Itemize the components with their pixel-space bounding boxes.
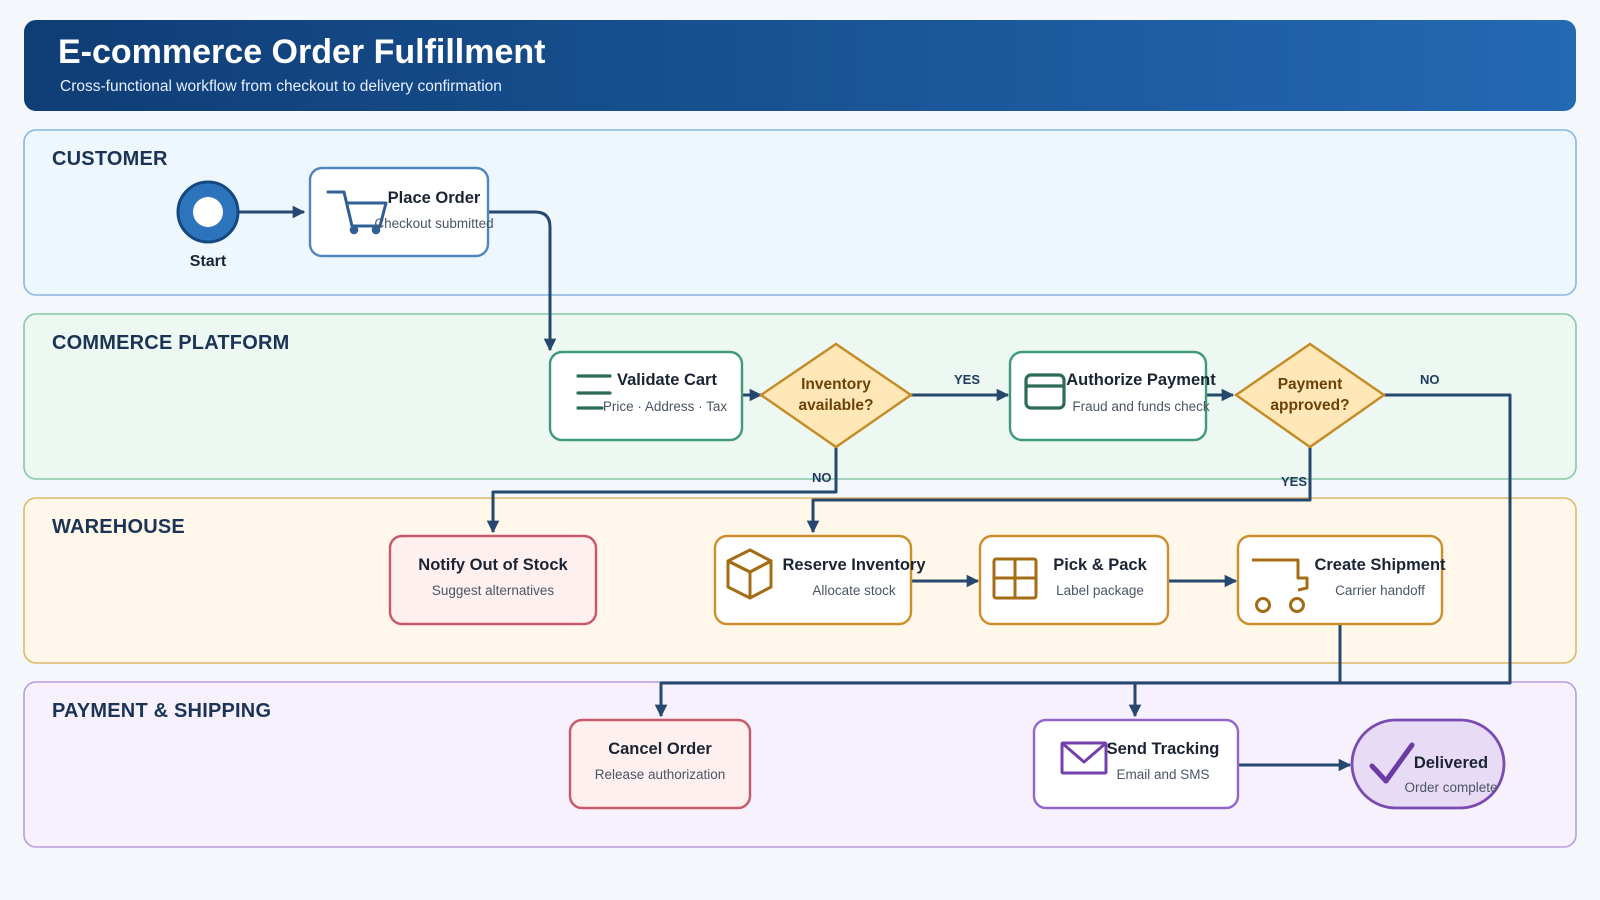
- edge-create-shipment-to-send-tracking: [1128, 624, 1342, 718]
- node-title: Reserve Inventory: [782, 556, 926, 574]
- envelope-icon: [1060, 741, 1108, 775]
- edge-label-payment-yes: YES: [1281, 474, 1307, 489]
- node-reserve-inventory[interactable]: Reserve Inventory Allocate stock: [713, 534, 926, 626]
- edge-place-order-to-validate-cart: [488, 210, 557, 352]
- node-subtitle: Suggest alternatives: [432, 583, 555, 598]
- node-title: Authorize Payment: [1066, 371, 1216, 389]
- edge-inventory-no-to-notify: [486, 447, 838, 534]
- node-title: Place Order: [388, 189, 481, 207]
- edges: [239, 205, 1512, 772]
- node-subtitle: Label package: [1056, 583, 1144, 598]
- node-authorize-payment[interactable]: Authorize Payment Fraud and funds check: [1008, 350, 1216, 442]
- node-title: Notify Out of Stock: [418, 556, 568, 574]
- node-title: Create Shipment: [1314, 556, 1446, 574]
- node-notify-out-of-stock[interactable]: Notify Out of Stock Suggest alternatives: [388, 534, 598, 626]
- node-subtitle: Email and SMS: [1116, 767, 1209, 782]
- node-subtitle: Allocate stock: [812, 583, 896, 598]
- node-cancel-order[interactable]: Cancel Order Release authorization: [568, 718, 752, 810]
- node-subtitle: Fraud and funds check: [1072, 399, 1210, 414]
- lane-label-customer: CUSTOMER: [52, 148, 168, 170]
- checkmark-icon: [1369, 742, 1415, 784]
- node-title: Cancel Order: [608, 740, 712, 758]
- grid-icon: [992, 557, 1038, 600]
- list-icon: [576, 374, 612, 410]
- diagram-subtitle: Cross-functional workflow from checkout …: [60, 78, 502, 95]
- edge-payment-yes-to-reserve: [806, 447, 1312, 534]
- node-subtitle: Price · Address · Tax: [603, 399, 728, 414]
- node-subtitle: Carrier handoff: [1335, 583, 1425, 598]
- node-delivered[interactable]: Delivered Order complete: [1350, 718, 1506, 810]
- edge-payment-no-to-cancel: [654, 393, 1512, 718]
- decision-payment-approved[interactable]: Payment approved?: [1233, 342, 1387, 449]
- diagram-title: E-commerce Order Fulfillment: [58, 33, 545, 71]
- decision-inventory-available[interactable]: Inventory available?: [758, 342, 914, 449]
- node-title: Pick & Pack: [1053, 556, 1147, 574]
- decision-line2: available?: [799, 397, 874, 414]
- node-create-shipment[interactable]: Create Shipment Carrier handoff: [1236, 534, 1446, 626]
- node-pick-pack[interactable]: Pick & Pack Label package: [978, 534, 1170, 626]
- edge-label-payment-no: NO: [1420, 372, 1440, 387]
- lane-label-warehouse: WAREHOUSE: [52, 516, 185, 538]
- edge-label-inventory-yes: YES: [954, 372, 980, 387]
- lane-label-commerce-platform: COMMERCE PLATFORM: [52, 332, 289, 354]
- truck-icon: [1252, 558, 1309, 613]
- decision-line1: Payment: [1278, 376, 1343, 393]
- cart-icon: [326, 190, 388, 235]
- lane-label-payment-shipping: PAYMENT & SHIPPING: [52, 700, 271, 722]
- node-subtitle: Order complete: [1404, 780, 1497, 795]
- edge-label-inventory-no: NO: [812, 470, 832, 485]
- node-title: Validate Cart: [617, 371, 717, 389]
- header-banner: E-commerce Order Fulfillment Cross-funct…: [24, 20, 1576, 111]
- node-send-tracking[interactable]: Send Tracking Email and SMS: [1032, 718, 1240, 810]
- box-icon: [726, 548, 773, 600]
- node-subtitle: Checkout submitted: [374, 216, 493, 231]
- decision-line2: approved?: [1270, 397, 1349, 414]
- start-label: Start: [190, 253, 227, 270]
- node-title: Send Tracking: [1107, 740, 1220, 758]
- start-event[interactable]: Start: [176, 180, 240, 270]
- card-icon: [1024, 373, 1066, 410]
- node-subtitle: Release authorization: [595, 767, 726, 782]
- decision-line1: Inventory: [801, 376, 871, 393]
- node-validate-cart[interactable]: Validate Cart Price · Address · Tax: [548, 350, 744, 442]
- node-place-order[interactable]: Place Order Checkout submitted: [308, 166, 494, 258]
- node-title: Delivered: [1414, 754, 1488, 772]
